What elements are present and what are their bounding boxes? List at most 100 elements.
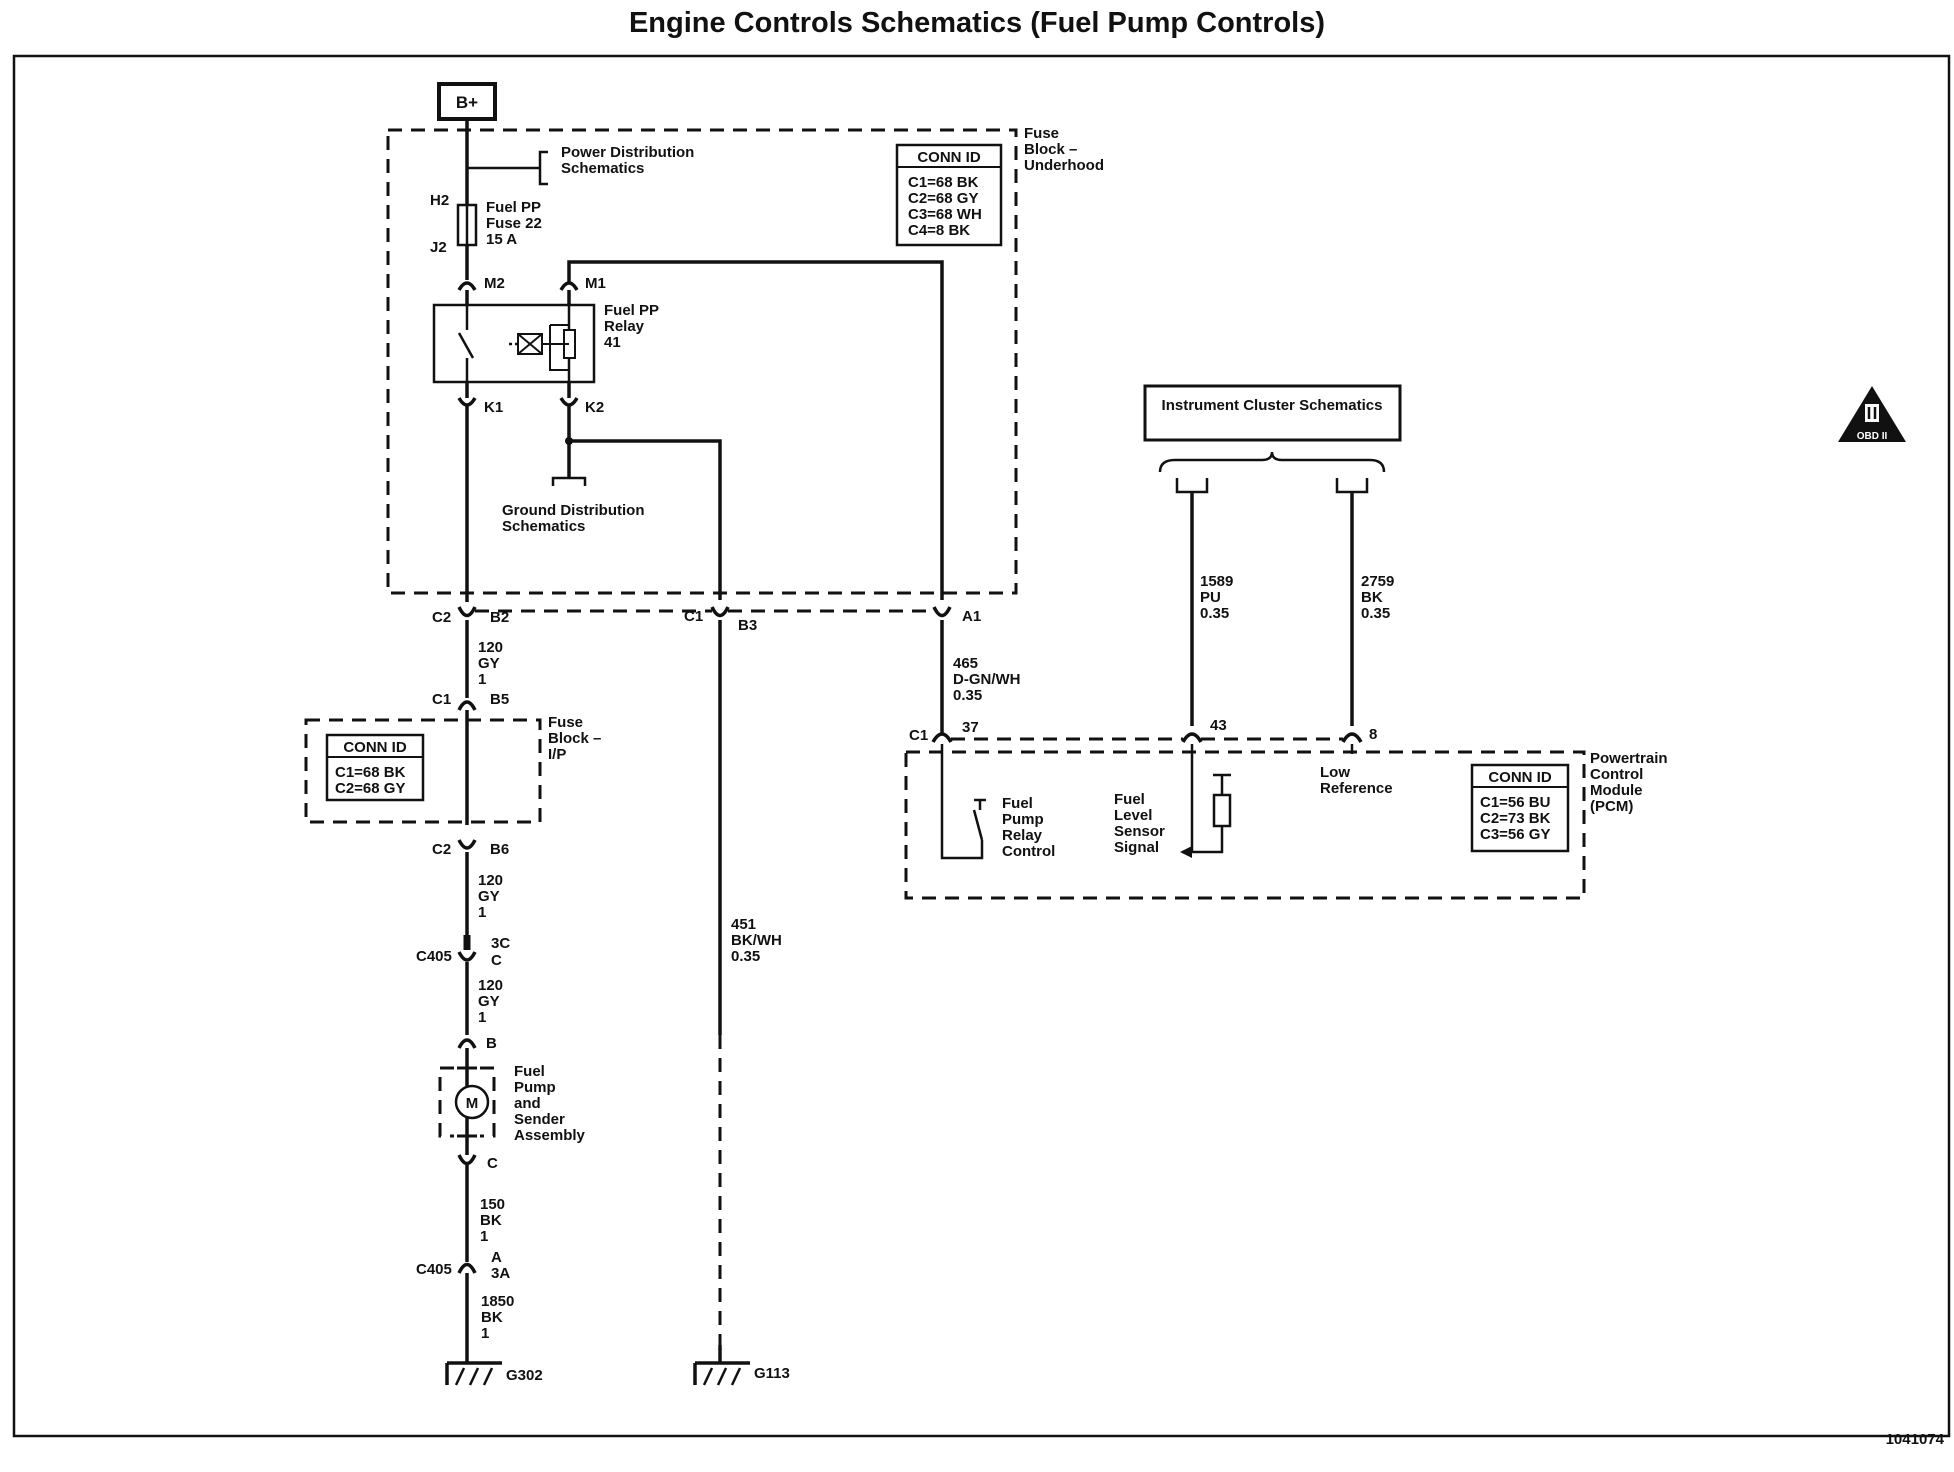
svg-text:1589: 1589 bbox=[1200, 573, 1233, 590]
svg-text:Level: Level bbox=[1114, 807, 1152, 824]
pcm-level-signal-label: Fuel Level Sensor Signal bbox=[1114, 791, 1165, 856]
svg-text:GY: GY bbox=[478, 993, 500, 1010]
connector-pcm-43 bbox=[1181, 732, 1203, 743]
svg-text:C405: C405 bbox=[416, 948, 452, 965]
connector-c1-b5 bbox=[457, 700, 477, 711]
svg-text:Block –: Block – bbox=[1024, 141, 1077, 158]
svg-text:H2: H2 bbox=[430, 192, 449, 209]
pcm-level-sensor-circuit bbox=[1180, 744, 1232, 858]
svg-text:M1: M1 bbox=[585, 275, 606, 292]
wire-451-label: 451 BK/WH 0.35 bbox=[731, 916, 782, 965]
svg-text:0.35: 0.35 bbox=[731, 948, 760, 965]
svg-text:2759: 2759 bbox=[1361, 573, 1394, 590]
wire-120-label-c: 120 GY 1 bbox=[478, 977, 503, 1026]
wire-120-label-a: 120 GY 1 bbox=[478, 639, 503, 688]
fuse-label: Fuel PP Fuse 22 15 A bbox=[486, 199, 542, 248]
connector-c2-b2 bbox=[457, 606, 477, 618]
svg-text:C1=68 BK: C1=68 BK bbox=[908, 174, 979, 191]
svg-text:A: A bbox=[491, 1249, 502, 1266]
svg-text:C: C bbox=[487, 1155, 498, 1172]
svg-text:15 A: 15 A bbox=[486, 231, 517, 248]
svg-text:CONN ID: CONN ID bbox=[1488, 769, 1552, 786]
svg-text:0.35: 0.35 bbox=[953, 687, 982, 704]
svg-text:0.35: 0.35 bbox=[1361, 605, 1390, 622]
conn-id-underhood: CONN ID C1=68 BK C2=68 GY C3=68 WH C4=8 … bbox=[895, 143, 1003, 247]
svg-text:C1: C1 bbox=[909, 727, 928, 744]
pump-motor-icon bbox=[454, 1084, 490, 1120]
pcm-relay-control-switch bbox=[940, 744, 986, 860]
svg-text:3C: 3C bbox=[491, 935, 510, 952]
cluster-brace bbox=[1158, 451, 1386, 473]
connector-pcm-8 bbox=[1341, 732, 1363, 743]
pcm-outline bbox=[904, 750, 1586, 900]
svg-text:Signal: Signal bbox=[1114, 839, 1159, 856]
svg-text:C3=68 WH: C3=68 WH bbox=[908, 206, 982, 223]
svg-text:Low: Low bbox=[1320, 764, 1350, 781]
svg-text:C1=68 BK: C1=68 BK bbox=[335, 764, 406, 781]
svg-text:C2=73 BK: C2=73 BK bbox=[1480, 810, 1551, 827]
relay-label: Fuel PP Relay 41 bbox=[604, 302, 659, 351]
svg-text:Power Distribution: Power Distribution bbox=[561, 144, 694, 161]
wire-120-label-b: 120 GY 1 bbox=[478, 872, 503, 921]
svg-text:1850: 1850 bbox=[481, 1293, 514, 1310]
svg-text:Relay: Relay bbox=[604, 318, 645, 335]
svg-text:150: 150 bbox=[480, 1196, 505, 1213]
svg-text:C2: C2 bbox=[432, 609, 451, 626]
svg-text:1: 1 bbox=[478, 671, 486, 688]
fuel-pump-assembly: M bbox=[438, 1066, 496, 1138]
svg-text:Schematics: Schematics bbox=[502, 518, 585, 535]
svg-text:1: 1 bbox=[478, 1009, 486, 1026]
battery-positive-box: B+ bbox=[437, 82, 497, 121]
svg-text:Assembly: Assembly bbox=[514, 1127, 586, 1144]
svg-text:Schematics: Schematics bbox=[561, 160, 644, 177]
wire-150-label: 150 BK 1 bbox=[480, 1196, 505, 1245]
svg-text:CONN ID: CONN ID bbox=[917, 149, 981, 166]
svg-text:Fuel: Fuel bbox=[1002, 795, 1033, 812]
svg-text:0.35: 0.35 bbox=[1200, 605, 1229, 622]
svg-text:120: 120 bbox=[478, 639, 503, 656]
connector-k1 bbox=[457, 397, 477, 407]
svg-text:D-GN/WH: D-GN/WH bbox=[953, 671, 1021, 688]
svg-text:120: 120 bbox=[478, 872, 503, 889]
svg-text:Sender: Sender bbox=[514, 1111, 565, 1128]
svg-text:BK/WH: BK/WH bbox=[731, 932, 782, 949]
svg-text:C2=68 GY: C2=68 GY bbox=[335, 780, 405, 797]
svg-text:Control: Control bbox=[1002, 843, 1055, 860]
ground-g113-icon bbox=[693, 1361, 750, 1386]
svg-text:B: B bbox=[486, 1035, 497, 1052]
document-number: 1041074 bbox=[1886, 1431, 1945, 1448]
power-distribution-label: Power Distribution Schematics bbox=[561, 144, 694, 177]
svg-text:B+: B+ bbox=[456, 93, 478, 112]
svg-text:Relay: Relay bbox=[1002, 827, 1043, 844]
svg-text:Underhood: Underhood bbox=[1024, 157, 1104, 174]
svg-text:C3=56 GY: C3=56 GY bbox=[1480, 826, 1550, 843]
svg-text:Instrument Cluster Schematics: Instrument Cluster Schematics bbox=[1162, 397, 1383, 414]
svg-text:B3: B3 bbox=[738, 617, 757, 634]
connector-k2 bbox=[559, 397, 579, 407]
connector-c405-lower bbox=[457, 1262, 477, 1274]
wire-1850-label: 1850 BK 1 bbox=[481, 1293, 514, 1342]
svg-text:B2: B2 bbox=[490, 609, 509, 626]
svg-text:K1: K1 bbox=[484, 399, 503, 416]
svg-text:C1: C1 bbox=[432, 691, 451, 708]
svg-text:1: 1 bbox=[478, 904, 486, 921]
connector-m2 bbox=[457, 281, 477, 291]
svg-text:Sensor: Sensor bbox=[1114, 823, 1165, 840]
svg-text:1: 1 bbox=[481, 1325, 489, 1342]
svg-text:OBD II: OBD II bbox=[1857, 431, 1888, 442]
svg-text:M: M bbox=[466, 1095, 479, 1112]
conn-id-ip: CONN ID C1=68 BK C2=68 GY bbox=[325, 733, 425, 802]
connector-a1 bbox=[932, 606, 952, 618]
fuse-block-ip-label: Fuse Block – I/P bbox=[548, 714, 601, 763]
svg-text:BK: BK bbox=[480, 1212, 502, 1229]
ground-distribution-label: Ground Distribution Schematics bbox=[502, 502, 644, 535]
ground-g302-icon bbox=[445, 1361, 502, 1386]
svg-text:Pump: Pump bbox=[1002, 811, 1044, 828]
conn-id-pcm: CONN ID C1=56 BU C2=73 BK C3=56 GY bbox=[1470, 763, 1570, 853]
wire-2759-label: 2759 BK 0.35 bbox=[1361, 573, 1394, 622]
svg-text:451: 451 bbox=[731, 916, 756, 933]
connector-pcm-37 bbox=[931, 732, 953, 743]
svg-text:GY: GY bbox=[478, 655, 500, 672]
svg-text:Fuel PP: Fuel PP bbox=[486, 199, 541, 216]
wire-465-label: 465 D-GN/WH 0.35 bbox=[953, 655, 1021, 704]
